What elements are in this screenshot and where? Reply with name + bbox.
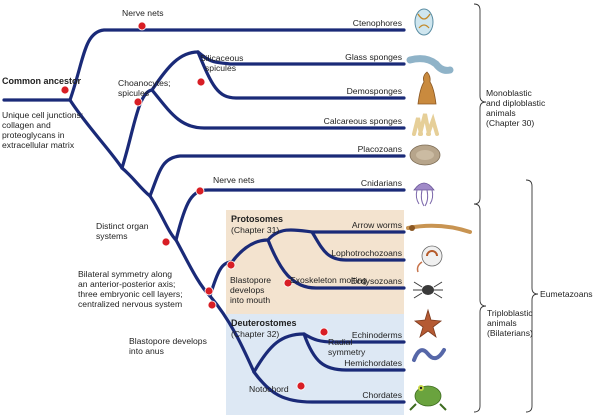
trait-bilateral-line-4: centralized nervous system <box>78 299 182 309</box>
trait-notochord: Notochord <box>249 384 289 394</box>
trait-markers <box>60 21 329 391</box>
brace-triplo <box>473 203 487 413</box>
deuterostomes-title: Deuterostomes <box>231 318 297 328</box>
taxon-label-ecdysozoans: Ecdysozoans <box>351 276 402 286</box>
root-trait-line-1: Unique cell junctions; <box>2 110 83 120</box>
brace-mono-diplo <box>473 3 487 205</box>
trait-blastopore-mouth-line-3: into mouth <box>230 295 270 305</box>
protostomes-box <box>226 210 404 314</box>
trait-radial-line-1: Radial <box>328 337 352 347</box>
trait-bilateral-line-2: an anterior-posterior axis; <box>78 279 175 289</box>
placozoan-icon <box>409 144 441 166</box>
sea-star-icon <box>413 308 443 339</box>
demosponge-icon <box>417 71 437 105</box>
deuterostomes-chapter: (Chapter 32) <box>231 329 279 339</box>
trait-choanocytes-line-2: spicules <box>118 88 149 98</box>
group-mono-diplo-line-4: (Chapter 30) <box>486 118 534 128</box>
taxon-label-lophotrochozoans: Lophotrochozoans <box>331 248 402 258</box>
trait-blastopore-anus-line-1: Blastopore develops <box>129 336 207 346</box>
root-label: Common ancestor <box>2 76 82 86</box>
trait-nerve-nets-mid: Nerve nets <box>213 175 255 185</box>
taxon-label-calcareous-sponges: Calcareous sponges <box>324 116 402 126</box>
group-triplo-line-3: (Bilaterians) <box>487 328 533 338</box>
trait-silicaceous-line-2: spicules <box>205 63 236 73</box>
trait-bilateral-line-3: three embryonic cell layers; <box>78 289 183 299</box>
group-triplo-line-2: animals <box>487 318 517 328</box>
trait-exoskeleton: Exoskeleton molting <box>290 275 367 285</box>
taxon-label-ctenophores: Ctenophores <box>353 18 402 28</box>
root-trait-line-3: proteoglycans in <box>2 130 65 140</box>
group-mono-diplo-line-1: Monoblastic <box>486 88 533 98</box>
arrow-worm-icon <box>406 223 472 234</box>
group-mono-diplo-line-2: and diploblastic <box>486 98 546 108</box>
brace-eumetazoans <box>525 179 539 413</box>
trait-bilateral-line-1: Bilateral symmetry along <box>78 269 172 279</box>
taxon-label-demosponges: Demosponges <box>347 86 402 96</box>
trait-blastopore-anus-line-2: into anus <box>129 346 164 356</box>
trait-silicaceous-line-1: Silicaceous <box>200 53 243 63</box>
taxon-labels: Ctenophores Glass sponges Demosponges Ca… <box>324 18 402 400</box>
root-trait-line-2: collagen and <box>2 120 51 130</box>
taxon-label-glass-sponges: Glass sponges <box>345 52 402 62</box>
ctenophore-icon <box>414 8 434 36</box>
glass-sponge-icon <box>406 55 454 74</box>
taxon-label-arrow-worms: Arrow worms <box>352 220 402 230</box>
trait-choanocytes-line-1: Choanocytes; <box>118 78 171 88</box>
group-mono-diplo-line-3: animals <box>486 108 516 118</box>
taxon-label-placozoans: Placozoans <box>358 144 402 154</box>
trait-blastopore-mouth-line-1: Blastopore <box>230 275 271 285</box>
spider-icon <box>413 281 443 299</box>
acorn-worm-icon <box>412 348 446 362</box>
group-eumetazoans: Eumetazoans <box>540 289 593 299</box>
trait-blastopore-mouth-line-2: develops <box>230 285 264 295</box>
protostomes-title: Protosomes <box>231 214 283 224</box>
group-triplo-line-1: Triploblastic <box>487 308 533 318</box>
frog-icon <box>409 385 447 411</box>
root-trait-line-4: extracellular matrix <box>2 140 75 150</box>
trait-distinct-organ-line-2: systems <box>96 231 128 241</box>
taxon-label-echinoderms: Echinoderms <box>352 330 402 340</box>
deuterostomes-box <box>226 314 404 415</box>
calcareous-sponge-icon <box>412 113 439 136</box>
tree-branches <box>2 28 406 404</box>
trait-distinct-organ-line-1: Distinct organ <box>96 221 149 231</box>
jellyfish-icon <box>413 182 435 207</box>
trait-nerve-nets-top: Nerve nets <box>122 8 164 18</box>
protostomes-chapter: (Chapter 31) <box>231 225 279 235</box>
trait-radial-line-2: symmetry <box>328 347 366 357</box>
taxon-label-chordates: Chordates <box>362 390 402 400</box>
taxon-label-hemichordates: Hemichordates <box>344 358 402 368</box>
taxon-label-cnidarians: Cnidarians <box>361 178 402 188</box>
nautilus-icon <box>416 245 443 273</box>
